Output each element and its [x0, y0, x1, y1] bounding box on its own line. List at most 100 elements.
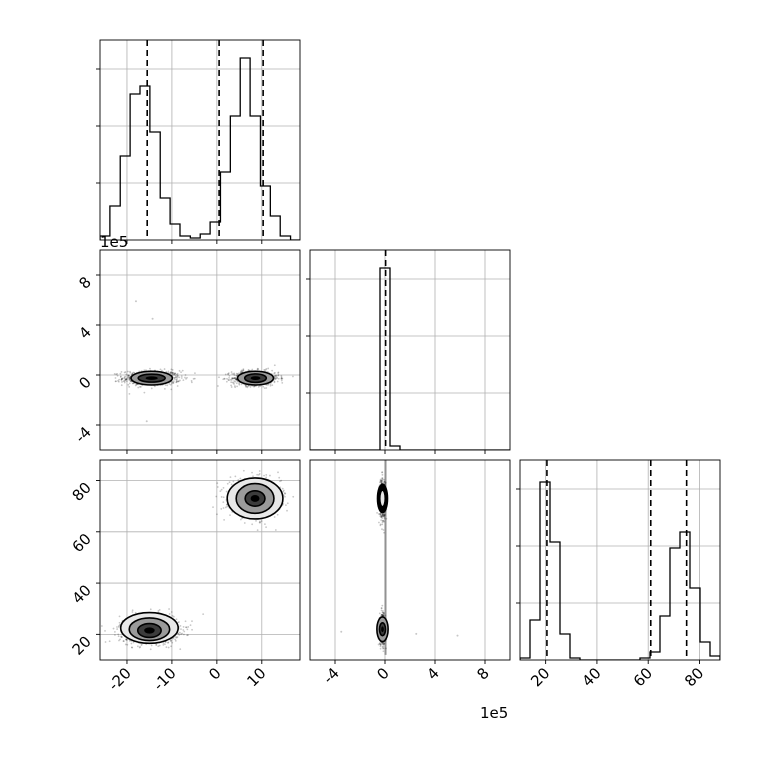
scatter-point [286, 502, 289, 505]
scatter-point [238, 382, 240, 385]
scatter-point [115, 373, 118, 376]
scatter-point [245, 385, 247, 388]
scatter-point [185, 626, 188, 629]
scatter-point [240, 383, 243, 386]
axes-frame [519, 459, 721, 661]
scatter-point [273, 374, 276, 377]
scatter-point [165, 646, 168, 649]
scatter-point [381, 614, 384, 616]
scatter-point [383, 515, 385, 517]
scatter-point [230, 379, 233, 381]
scatter-point [281, 381, 284, 384]
scatter-point [377, 643, 380, 646]
scatter-point [383, 517, 386, 520]
scatter-point [232, 480, 235, 483]
scatter-point [280, 376, 283, 378]
scatter-point [292, 375, 294, 378]
scatter-point [240, 370, 242, 373]
scatter-point [125, 638, 128, 641]
scatter-point [383, 514, 386, 517]
scatter-point [253, 385, 256, 388]
scatter-point [216, 482, 219, 485]
scatter-point [118, 615, 121, 618]
scatter-point [191, 620, 193, 623]
scatter-point [253, 385, 255, 388]
scatter-point [243, 522, 246, 524]
scatter-point [256, 529, 259, 532]
scatter-point [219, 490, 222, 493]
plot-content [100, 40, 300, 240]
scatter-point [177, 380, 180, 383]
scatter-point [119, 372, 122, 375]
scatter-point [233, 377, 236, 379]
scatter-point [187, 626, 190, 628]
scatter-point [382, 614, 385, 617]
y-tick-label: 80 [69, 479, 95, 505]
scatter-point [281, 487, 284, 490]
scatter-point [179, 624, 182, 627]
scatter-point [172, 371, 175, 374]
scatter-point [132, 382, 135, 385]
scatter-point [216, 486, 219, 488]
scatter-point [153, 385, 156, 388]
scatter-point [117, 379, 119, 382]
scatter-point [380, 515, 383, 518]
scatter-point [379, 513, 381, 516]
scatter-point [220, 508, 223, 510]
x-tick-label: 4 [423, 664, 442, 683]
scatter-point [169, 383, 172, 386]
scatter-point [281, 377, 284, 380]
scatter-point [173, 376, 175, 379]
scatter-point [123, 371, 126, 374]
scatter-point [380, 607, 383, 610]
x-tick-label: 80 [681, 664, 707, 690]
scatter-point [173, 378, 176, 380]
scatter-point [380, 609, 383, 612]
scatter-point [226, 482, 229, 485]
scatter-point [114, 634, 116, 636]
plot-content [340, 460, 459, 655]
scatter-point [235, 378, 238, 381]
scatter-point [273, 380, 276, 383]
scatter-point [190, 379, 193, 382]
scatter-point [230, 377, 233, 380]
scatter-point [170, 639, 173, 642]
scatter-point [264, 523, 266, 526]
scatter-point [242, 469, 245, 472]
scatter-point [383, 515, 385, 518]
scatter-point [249, 386, 252, 388]
scatter-point [180, 633, 182, 635]
scatter-point [162, 643, 165, 646]
scatter-point [113, 372, 116, 375]
scatter-point [114, 380, 117, 383]
axes-frame [99, 459, 301, 661]
scatter-point [123, 381, 126, 384]
scatter-point [278, 476, 281, 479]
scatter-point [234, 377, 236, 379]
scatter-point [184, 620, 187, 623]
scatter-point [168, 613, 171, 615]
scatter-point [233, 385, 236, 387]
scatter-point [170, 611, 173, 613]
scatter-point [112, 627, 115, 630]
scatter-point [380, 641, 383, 644]
scatter-point [264, 368, 267, 371]
scatter-point [382, 647, 385, 650]
scatter-point [377, 513, 380, 515]
scatter-point [180, 371, 182, 374]
scatter-point [239, 477, 242, 480]
scatter-point [227, 372, 229, 375]
x-tick-label: -10 [150, 664, 180, 694]
scatter-point [132, 641, 135, 644]
axes-frame [99, 249, 301, 451]
scatter-point [159, 368, 162, 371]
scatter-point [128, 374, 130, 377]
scatter-point [231, 373, 234, 375]
scatter-point [127, 375, 130, 378]
scatter-point [179, 379, 181, 382]
scatter-point [381, 513, 384, 516]
scatter-point [137, 386, 140, 389]
scatter-point [379, 478, 382, 481]
